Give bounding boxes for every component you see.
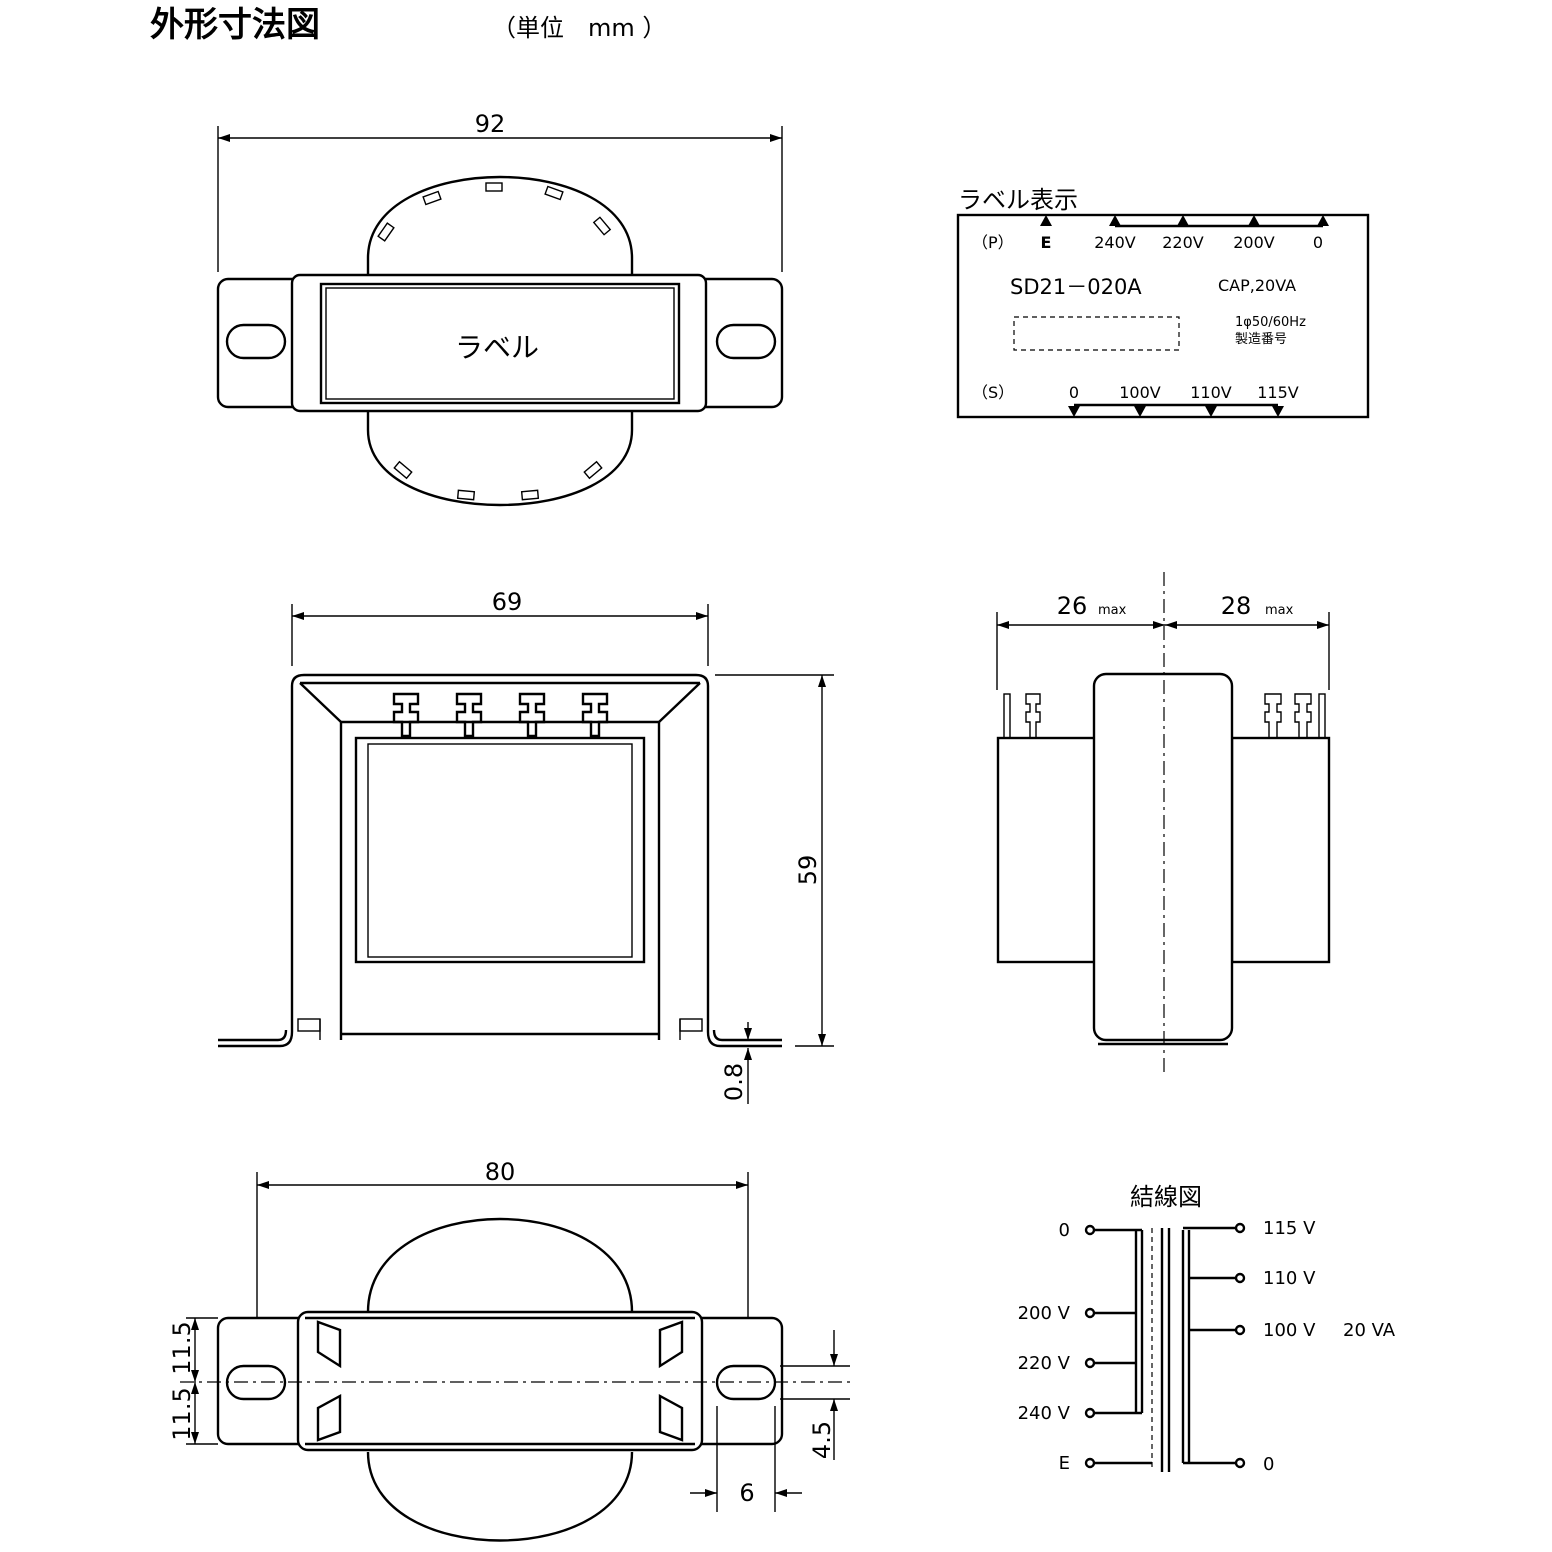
wire-label-100v: 100 V: [1263, 1320, 1316, 1341]
unit-note: （単位 mm ）: [492, 14, 666, 42]
serial-text: 製造番号: [1235, 332, 1287, 347]
winding-tabs: [377, 182, 612, 501]
tap-115v: 115V: [1257, 383, 1299, 402]
bottom-grooves: [316, 1320, 684, 1442]
secondary-marker: （S）: [972, 383, 1014, 402]
tap-220v: 220V: [1162, 233, 1204, 252]
max-label-left: max: [1098, 603, 1127, 618]
wiring-diagram: 結線図 0 200 V 220 V 240 V E 115 V 110 V 10: [1018, 1183, 1396, 1475]
dim-4-5: 4.5: [808, 1421, 836, 1459]
dim-6: 6: [739, 1479, 754, 1507]
bottom-view: 80 11.5 11.5 4.5 6: [168, 1158, 850, 1542]
front-terminals: [392, 692, 609, 738]
model-number: SD21－020A: [1010, 275, 1142, 299]
wire-label-220v: 220 V: [1018, 1353, 1071, 1374]
top-view: 92 ラベル: [216, 110, 784, 507]
tap-0-primary: 0: [1313, 233, 1323, 252]
tap-110v: 110V: [1190, 383, 1232, 402]
wire-label-115v: 115 V: [1263, 1218, 1316, 1239]
wire-label-200v: 200 V: [1018, 1303, 1071, 1324]
freq-text: 1φ50/60Hz: [1235, 315, 1306, 330]
label-area-text: ラベル: [455, 331, 539, 364]
label-panel-title: ラベル表示: [958, 186, 1078, 214]
dim-69: 69: [492, 588, 523, 616]
spec-text: CAP,20VA: [1218, 276, 1296, 295]
tap-240v: 240V: [1094, 233, 1136, 252]
wire-label-capacity: 20 VA: [1343, 1320, 1396, 1341]
wiring-title: 結線図: [1130, 1183, 1202, 1211]
dim-59: 59: [794, 855, 822, 886]
page-title: 外形寸法図: [150, 5, 320, 45]
side-terminals: [1003, 693, 1326, 739]
wire-label-0-secondary: 0: [1263, 1454, 1274, 1475]
dim-11-5-top: 11.5: [168, 1321, 196, 1374]
wire-label-110v: 110 V: [1263, 1268, 1316, 1289]
max-label-right: max: [1265, 603, 1294, 618]
tap-e: E: [1041, 233, 1052, 252]
primary-marker: （P）: [972, 233, 1014, 252]
dim-0-8: 0.8: [720, 1063, 748, 1101]
dim-80: 80: [485, 1158, 516, 1186]
dim-28: 28: [1221, 592, 1252, 620]
side-view: 26 max 28 max: [996, 572, 1331, 1074]
front-view: 69 59 0.8: [218, 588, 834, 1104]
dim-92: 92: [475, 110, 506, 138]
tap-200v: 200V: [1233, 233, 1275, 252]
tap-100v: 100V: [1119, 383, 1161, 402]
label-panel: ラベル表示 （P） E 240V 220V 200V 0 SD21－020A C…: [956, 186, 1370, 419]
wire-label-e: E: [1059, 1453, 1070, 1474]
tap-0-secondary: 0: [1069, 383, 1079, 402]
wire-label-240v: 240 V: [1018, 1403, 1071, 1424]
dim-11-5-bottom: 11.5: [168, 1387, 196, 1440]
wire-label-0-primary: 0: [1059, 1220, 1070, 1241]
dim-26: 26: [1057, 592, 1088, 620]
terminal-0-primary: [1084, 1224, 1096, 1236]
